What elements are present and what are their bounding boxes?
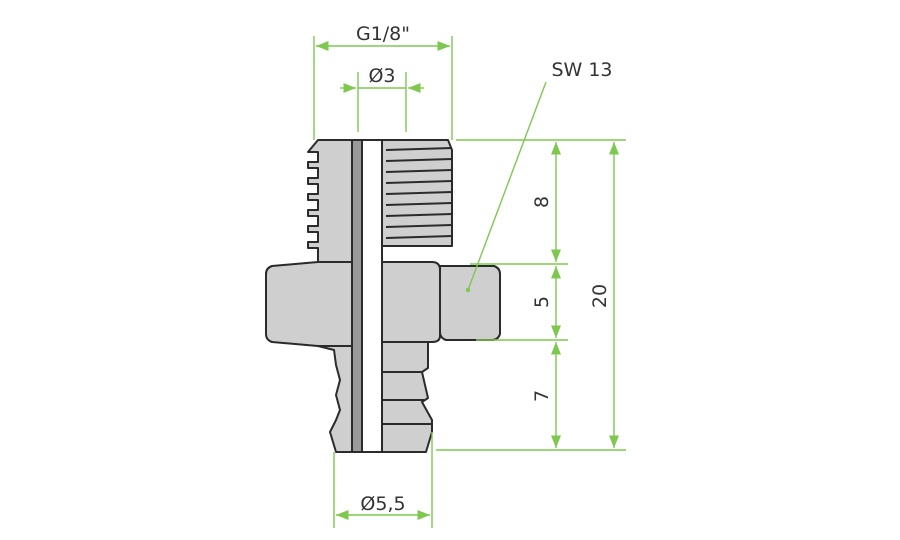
thread-section-left [307,139,353,263]
hex-nut [381,261,441,343]
wrench-size-label: SW 13 [551,59,612,81]
fitting-body [265,139,501,453]
thread-lines [385,147,453,239]
inner-bore [361,139,383,453]
hose-barb-left [317,345,353,453]
thread-length-label: 8 [531,196,553,208]
hose-barb-right [381,341,433,453]
wrench-size-leader [467,81,547,291]
leader-dot [465,287,471,293]
total-length-label: 20 [589,284,611,308]
collar-flange [265,261,353,347]
dimension-labels: G1/8" Ø3 Ø5,5 SW 13 8 5 7 20 [356,23,613,515]
hose-diameter-label: Ø5,5 [360,493,405,515]
dimension-lines [313,36,626,528]
central-wall [351,139,363,453]
hex-nut-face [439,265,501,341]
hex-length-label: 5 [531,296,553,308]
thread-label: G1/8" [356,23,410,45]
inner-diameter-label: Ø3 [368,65,395,87]
barb-length-label: 7 [531,390,553,402]
